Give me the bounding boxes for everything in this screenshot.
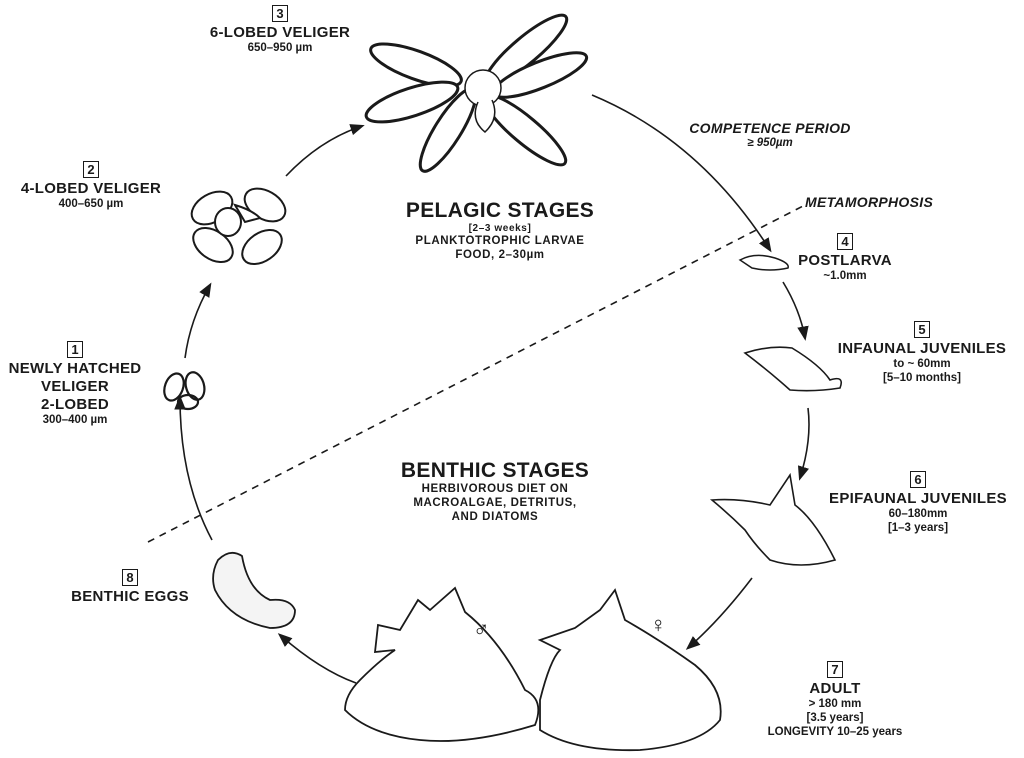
stage-name: 6-LOBED VELIGER [209,24,351,41]
stage-number: 2 [83,161,99,178]
benthic-line-3: AND DIATOMS [451,510,539,523]
pelagic-line-1: PLANKTOTROPHIC LARVAE [415,235,585,248]
stage-number: 8 [122,569,138,586]
arrow-5-to-6 [797,407,810,481]
stage-size: > 180 mm [808,698,862,710]
benthic-stages-block: BENTHIC STAGES HERBIVOROUS DIET ON MACRO… [385,458,605,525]
arrow-8-to-1 [174,395,213,541]
stage-duration: [1–3 years] [887,521,949,534]
arrow-1-to-2 [184,282,212,359]
stage-size: 60–180mm [888,508,948,520]
stage-name-line: 2-LOBED [41,396,109,413]
stage-5-label: 5 INFAUNAL JUVENILES to ~ 60mm [5–10 mon… [820,320,1024,386]
stage-duration: [3.5 years] [806,711,864,724]
newly-hatched-veliger-illustration [163,371,206,411]
arrow-2-to-3 [285,124,365,177]
stage-name: INFAUNAL JUVENILES [837,340,1007,357]
metamorphosis-text: METAMORPHOSIS [805,194,934,210]
stage-number: 7 [827,661,843,678]
pelagic-title: PELAGIC STAGES [405,199,595,222]
arrow-6-to-7 [685,577,753,650]
infaunal-juvenile-illustration [743,346,843,392]
pelagic-line-2: FOOD, 2–30µm [455,248,545,261]
female-conch [537,588,722,752]
stage-name-line: VELIGER [41,378,109,395]
stage-size: to ~ 60mm [893,358,951,370]
stage-name: ADULT [809,680,861,697]
stage-2-label: 2 4-LOBED VELIGER 400–650 µm [2,160,180,212]
stage-size: 650–950 µm [247,42,313,54]
stage-name: POSTLARVA [798,252,892,269]
male-conch [344,586,540,742]
benthic-line-2: MACROALGAE, DETRITUS, [413,496,577,509]
stage-name-line: NEWLY HATCHED [8,360,142,377]
stage-name: 4-LOBED VELIGER [20,180,162,197]
stage-6-label: 6 EPIFAUNAL JUVENILES 60–180mm [1–3 year… [812,470,1024,536]
postlarva-illustration [738,254,789,271]
competence-period-label: COMPETENCE PERIOD ≥ 950µm [665,120,875,151]
stage-size: ~1.0mm [823,270,867,282]
stage-number: 4 [837,233,853,250]
stage-size: 400–650 µm [58,198,124,210]
stage-1-label: 1 NEWLY HATCHED VELIGER 2-LOBED 300–400 … [0,340,160,428]
four-lobed-veliger-illustration [190,187,287,266]
adult-conchs-illustration [344,586,722,752]
arrow-4-to-5 [782,281,809,341]
metamorphosis-label: METAMORPHOSIS [805,193,965,212]
male-symbol-icon: ♂ [473,616,490,641]
stage-size: 300–400 µm [42,414,108,426]
stage-7-label: 7 ADULT > 180 mm [3.5 years] LONGEVITY 1… [760,660,910,739]
arrow-3-to-competence [591,94,772,253]
six-lobed-veliger-illustration [364,13,589,173]
arrow-7-to-8 [277,633,357,684]
stage-longevity: LONGEVITY 10–25 years [767,725,903,738]
benthic-eggs-illustration [212,551,296,629]
stage-number: 5 [914,321,930,338]
competence-title: COMPETENCE PERIOD [689,120,851,136]
pelagic-stages-block: PELAGIC STAGES [2–3 weeks] PLANKTOTROPHI… [385,198,615,263]
stage-number: 1 [67,341,83,358]
epifaunal-juvenile-illustration [709,472,837,566]
stage-3-label: 3 6-LOBED VELIGER 650–950 µm [180,4,380,56]
stage-number: 3 [272,5,288,22]
stage-8-label: 8 BENTHIC EGGS [50,568,210,606]
cycle-arrows [174,94,810,684]
stage-name: EPIFAUNAL JUVENILES [829,490,1007,507]
stage-4-label: 4 POSTLARVA ~1.0mm [790,232,900,284]
female-symbol-icon: ♀ [650,612,667,637]
stage-name: BENTHIC EGGS [71,588,189,605]
pelagic-duration: [2–3 weeks] [468,223,532,235]
benthic-title: BENTHIC STAGES [400,459,590,482]
competence-size: ≥ 950µm [747,136,793,149]
benthic-line-1: HERBIVOROUS DIET ON [421,483,569,496]
stage-duration: [5–10 months] [883,371,961,384]
metamorphosis-divider [147,204,806,543]
stage-number: 6 [910,471,926,488]
